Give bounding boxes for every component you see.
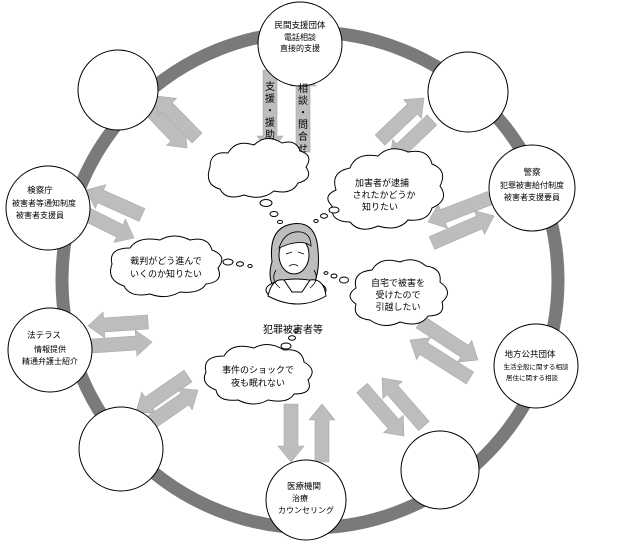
node-blank-upper-left [77,49,159,131]
consult-label-char5: 合 [298,130,308,143]
arrow-localgov-in [409,337,475,385]
node-blank-lower-left [78,406,164,492]
center-label: 犯罪被害者等 [263,323,323,336]
node-local-gov-line2: 生活全般に関する相談 [504,362,570,371]
arrow-medical-up [308,403,336,463]
victim-figure [265,223,327,305]
node-medical-line1: 医療機関 [287,481,321,492]
node-local-gov-line3: 居住に関する相談 [506,373,559,382]
arrow-localgov-out [415,315,479,363]
node-prosecutor-line2: 被害者等通知制度 [12,198,76,208]
consult-label: 相 談 ・ 問 合 せ [298,82,308,155]
node-police-line3: 被害者支援要員 [504,192,560,202]
arrow-upper-left-out [155,95,203,144]
arrow-lower-left-in [141,388,199,433]
thought-bubble-trial: 裁判がどう進んで いくのか知りたい [110,235,253,298]
node-police: 警察 犯罪被害給付制度 被害者支援要員 [488,144,576,232]
arrow-police-out [428,210,495,250]
node-prosecutor-line3: 被害者支援員 [16,210,64,220]
arrow-group [74,69,495,463]
support-label-char1: 支 [265,81,275,93]
node-houterasu-line2: 情報提供 [34,344,66,354]
arrow-medical-down [277,403,305,463]
node-medical-line2: 治療 [292,493,308,503]
consult-label-char2: 談 [298,94,308,107]
bubble-arrest-line2: されたかどうか [352,190,415,201]
bubble-move-line3: 引越したい [375,301,420,313]
support-label: 支 援 ・ 援 助 [265,81,275,141]
arrow-upper-right-out [374,97,425,146]
bubble-shock-line1: 事件のショックで [222,364,294,376]
bubble-shock-line2: 夜も眠れない [231,377,285,389]
node-prosecutor-line1: 検察庁 [27,185,53,196]
bubble-arrest-line3: 知りたい [362,201,398,213]
consult-label-char4: 問 [298,119,308,131]
arrow-lower-left-out [135,369,193,414]
bubble-move-line2: 受けたので [375,289,420,301]
support-label-char2: 援 [265,92,275,105]
node-medical: 医療機関 治療 カウンセリング [265,459,347,541]
support-label-char3: ・ [265,106,275,117]
node-police-line2: 犯罪被害給付制度 [500,180,564,190]
support-label-char5: 助 [265,128,275,141]
thought-bubble-move: 自宅で被害を 受けたので 引越したい [323,259,448,326]
node-blank-upper-right [427,51,509,133]
bubble-trial-line2: いくのか知りたい [130,268,202,280]
arrow-prosecutor-out [85,184,146,222]
bubble-move-line1: 自宅で被害を [371,277,425,289]
arrow-lower-right-out [356,382,405,437]
node-houterasu-line3: 精通弁護士紹介 [22,356,78,366]
consult-label-char1: 相 [298,82,308,95]
bubble-arrest-line1: 加害者が逮捕 [355,177,409,189]
node-blank-lower-right [400,430,480,510]
node-top-line1: 民間支援団体 [274,20,326,31]
node-top: 民間支援団体 電話相談 直接的支援 [257,1,343,87]
bubble-trial-line1: 裁判がどう進んで [130,255,202,267]
node-houterasu-line1: 法テラス [27,330,61,341]
node-top-line2: 電話相談 [284,32,316,42]
node-medical-line3: カウンセリング [278,505,334,515]
node-prosecutor: 検察庁 被害者等通知制度 被害者支援員 [5,165,91,251]
node-police-line1: 警察 [523,167,541,178]
thought-bubble-shock: 事件のショックで 夜も眠れない [203,329,313,405]
support-label-char4: 援 [265,116,275,129]
node-local-gov: 地方公共団体 生活全般に関する相談 居住に関する相談 [493,323,579,409]
node-houterasu: 法テラス 情報提供 精通弁護士紹介 [7,307,93,393]
consult-label-char3: ・ [298,108,308,119]
thought-bubble-arrest: 加害者が逮捕 されたかどうか 知りたい [313,148,445,230]
consult-label-char6: せ [298,143,308,155]
arrow-police-in [427,191,493,229]
arrow-houterasu-in [91,329,153,357]
node-top-line3: 直接的支援 [280,43,320,53]
arrow-houterasu-out [87,311,149,339]
thought-bubble-empty [207,138,310,225]
node-local-gov-line1: 地方公共団体 [504,349,556,360]
arrow-lower-right-in [381,377,430,432]
